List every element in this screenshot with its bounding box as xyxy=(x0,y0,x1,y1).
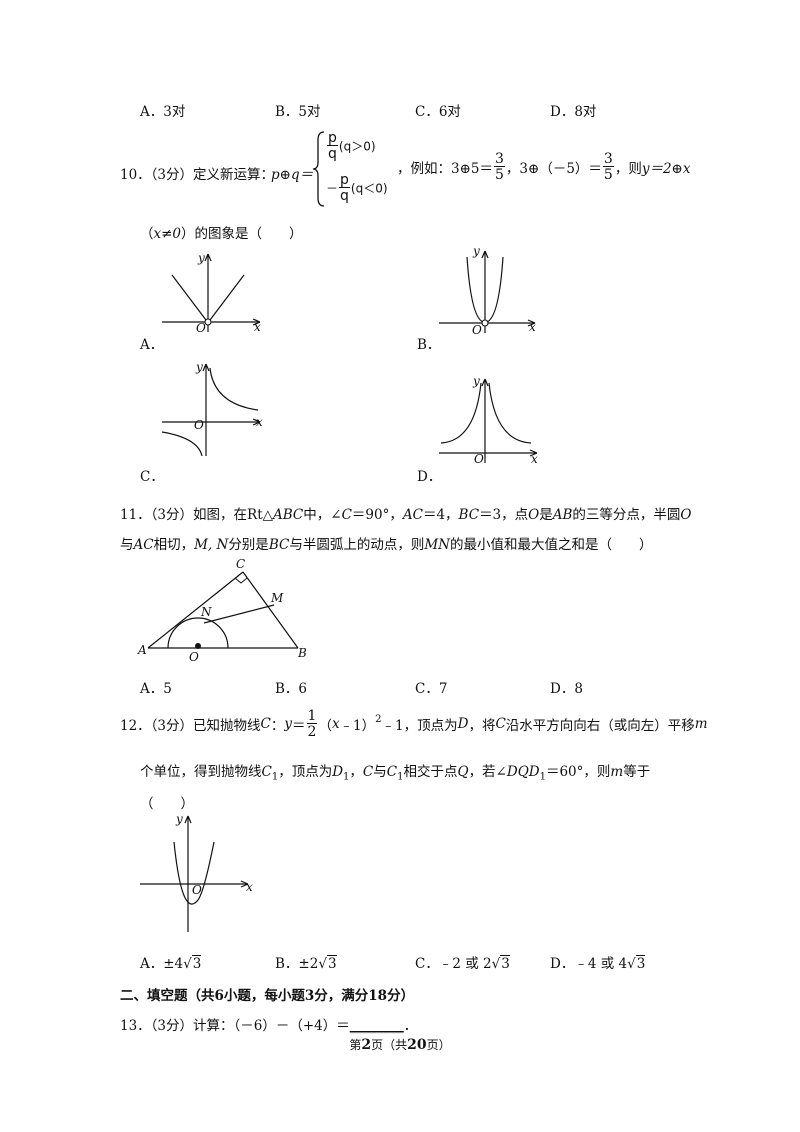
q12-option-b: B．±2√3 xyxy=(275,955,337,972)
q11-triangle-figure xyxy=(147,571,299,649)
q11-label-a: A xyxy=(138,643,147,657)
q10-expr: p⊕q＝ xyxy=(271,167,314,183)
q10-option-d: D． xyxy=(417,469,442,485)
q12-line3: （ ） xyxy=(140,796,194,812)
q10-option-c: C． xyxy=(140,469,164,485)
q10-graph-c xyxy=(161,363,261,457)
q10-a-y-label: y xyxy=(198,251,205,265)
q12-option-d: D．﹣4 或 4√3 xyxy=(550,955,646,972)
q10-b-o-label: O xyxy=(472,323,482,337)
section-2-title: 二、填空题（共6小题，每小题3分，满分18分） xyxy=(120,988,415,1004)
q11-label-m: M xyxy=(271,591,284,605)
q9-option-b: B．5对 xyxy=(275,104,321,120)
q11-option-d: D．8 xyxy=(550,681,583,697)
q12-line2: 个单位，得到抛物线C1，顶点为D1，C与C1相交于点Q，若∠DQD1＝60°，则… xyxy=(140,764,651,783)
q11-label-o: O xyxy=(189,650,199,664)
q10-d-o-label: O xyxy=(474,452,484,466)
q12-option-a: A．±4√3 xyxy=(140,955,202,972)
q11-option-b: B．6 xyxy=(275,681,308,697)
q12-o-label: O xyxy=(192,883,202,897)
q12-option-c: C．﹣2 或 2√3 xyxy=(415,955,510,972)
q10-b-x-label: x xyxy=(529,320,536,334)
page-footer: 第2页（共20页） xyxy=(349,1037,451,1053)
q9-option-a: A．3对 xyxy=(140,104,186,120)
q12-parabola-graph xyxy=(140,815,249,932)
q11-label-c: C xyxy=(236,557,246,571)
q10-graph-b xyxy=(439,250,536,333)
q12-y-label: y xyxy=(176,812,183,826)
q9-option-c: C．6对 xyxy=(415,104,461,120)
q10-a-o-label: O xyxy=(196,321,206,335)
q11-line2: 与AC相切，M, N分别是BC与半圆弧上的动点，则MN的最小值和最大值之和是（ … xyxy=(120,537,653,553)
q10-line2: （x≠0）的图象是（ ） xyxy=(140,226,303,242)
q10-option-a: A． xyxy=(140,337,164,353)
q10-d-y-label: y xyxy=(473,374,480,388)
q13-answer-blank: ________ xyxy=(349,1018,404,1034)
q10-c-y-label: y xyxy=(196,360,203,374)
q11-option-c: C．7 xyxy=(415,681,448,697)
q9-option-d: D．8对 xyxy=(550,104,597,120)
q10-graph-a xyxy=(162,253,261,332)
q10-d-x-label: x xyxy=(531,452,538,466)
q10-c-o-label: O xyxy=(194,418,204,432)
q11-label-n: N xyxy=(201,605,212,619)
q10-graph-d xyxy=(439,378,538,463)
q11-label-b: B xyxy=(298,646,307,660)
q10-option-b: B． xyxy=(417,337,441,353)
q11-line1: 11．（3分）如图，在Rt△ABC中，∠C＝90°，AC＝4，BC＝3，点O是A… xyxy=(120,507,692,523)
q10-prefix: 10．（3分）定义新运算： xyxy=(120,167,275,183)
q11-option-a: A．5 xyxy=(140,681,172,697)
q13-line: 13．（3分）计算：（－6）－（+4）＝________． xyxy=(120,1018,418,1034)
q12-x-label: x xyxy=(246,880,253,894)
q10-a-x-label: x xyxy=(254,320,261,334)
q10-b-y-label: y xyxy=(473,244,480,258)
q10-piecewise-brace xyxy=(312,131,325,207)
q10-c-x-label: x xyxy=(256,415,263,429)
